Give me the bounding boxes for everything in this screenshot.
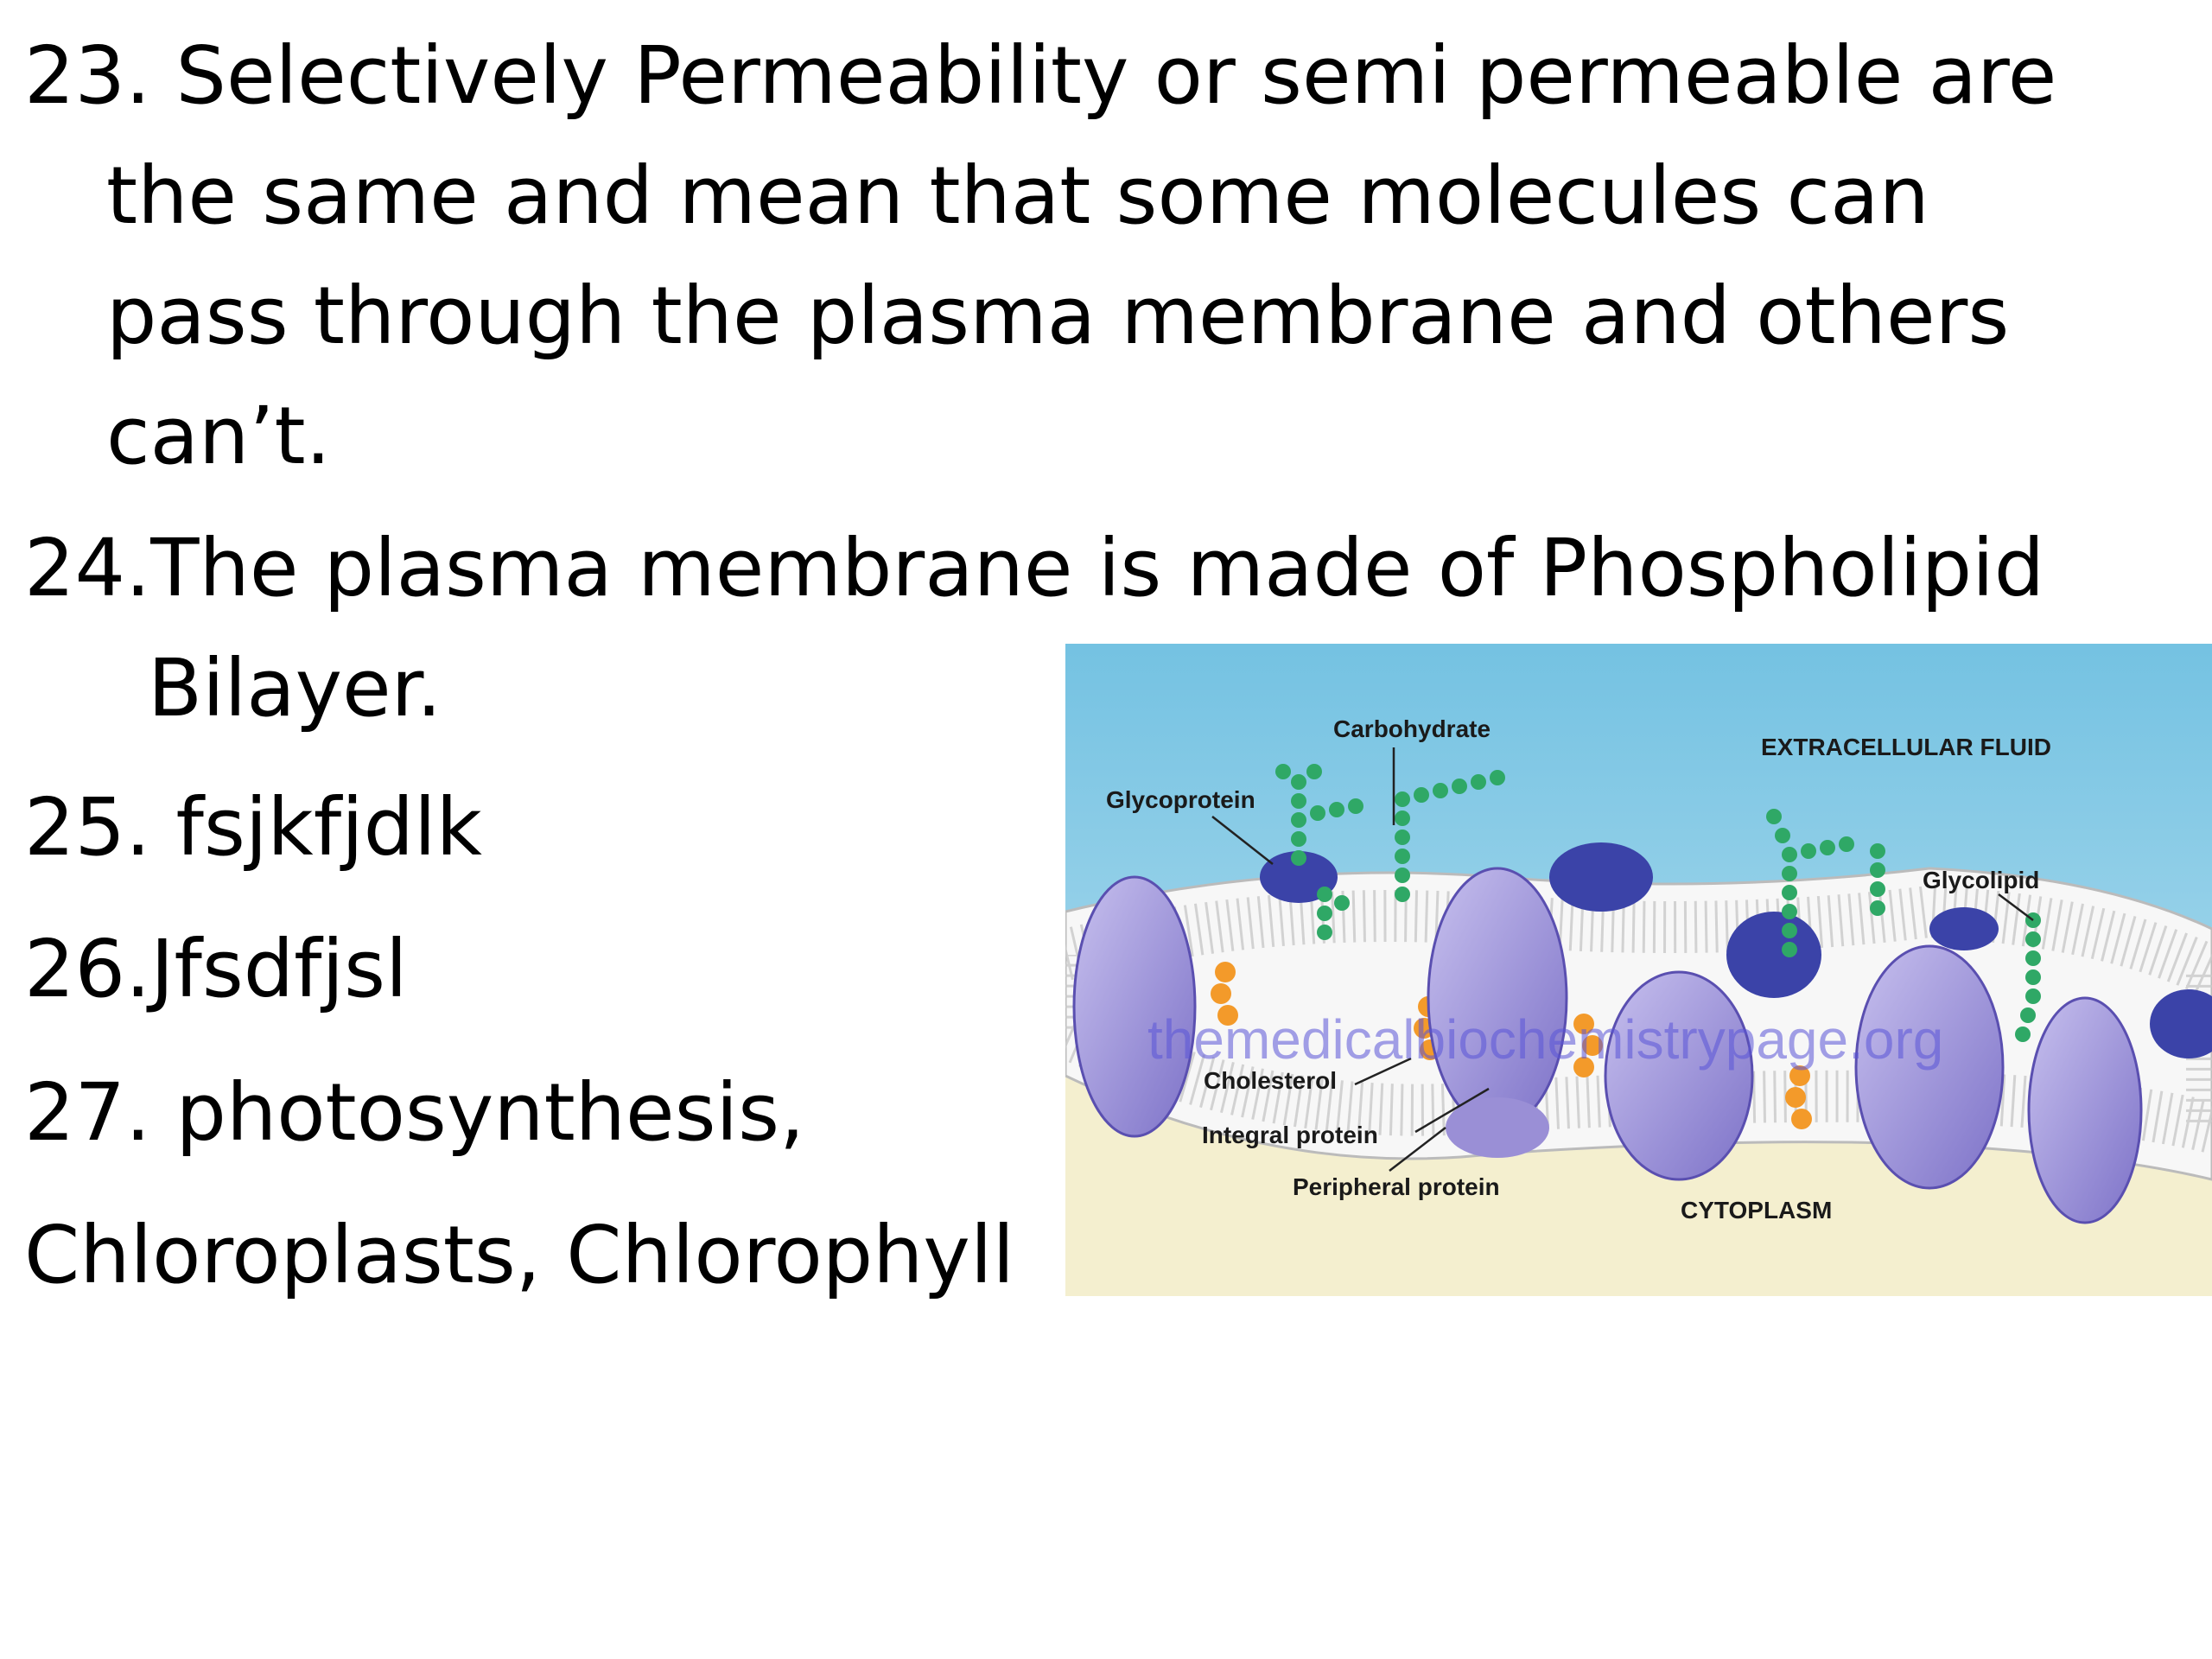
list-item-27-continued: Chloroplasts, Chlorophyll (24, 1195, 1014, 1315)
list-item-25: 25. fsjkfjdlk (24, 767, 482, 887)
list-item-26: 26.Jfsdfjsl (24, 909, 408, 1029)
item-23-line-2: the same and mean that some molecules ca… (106, 149, 1929, 242)
cell-membrane-diagram: Carbohydrate EXTRACELLULAR FLUID Glycopr… (1065, 644, 2212, 1296)
item-27-line-1: 27. photosynthesis, (24, 1066, 805, 1159)
item-23-line-3: pass through the plasma membrane and oth… (106, 270, 2010, 362)
membrane-illustration: Carbohydrate EXTRACELLULAR FLUID Glycopr… (1065, 644, 2212, 1296)
watermark: themedicalbiochemistrypage.org (1147, 1008, 1943, 1071)
item-25-line-1: 25. fsjkfjdlk (24, 781, 482, 874)
peripheral-proteins (1260, 842, 2212, 1158)
label-peripheral-protein: Peripheral protein (1293, 1173, 1500, 1200)
list-item-27: 27. photosynthesis, (24, 1052, 804, 1173)
list-item-24: 24.The plasma membrane is made of Phosph… (24, 508, 2044, 748)
item-24-line-1: 24.The plasma membrane is made of Phosph… (24, 522, 2045, 614)
carbohydrate-chains (1275, 764, 2041, 1042)
item-26-line-1: 26.Jfsdfjsl (24, 923, 408, 1015)
label-leader-lines (1211, 747, 2034, 1172)
label-cytoplasm: CYTOPLASM (1681, 1197, 1832, 1224)
integral-proteins (1072, 867, 2143, 1224)
label-cholesterol: Cholesterol (1204, 1067, 1337, 1094)
item-27-line-2: Chloroplasts, Chlorophyll (24, 1209, 1015, 1301)
list-item-23: 23. Selectively Permeability or semi per… (24, 16, 2056, 496)
label-carbohydrate: Carbohydrate (1333, 715, 1491, 742)
item-23-line-4: can’t. (106, 390, 331, 482)
label-extracellular-fluid: EXTRACELLULAR FLUID (1761, 734, 2051, 760)
item-24-line-2: Bilayer. (148, 642, 442, 734)
label-integral-protein: Integral protein (1202, 1122, 1378, 1148)
item-23-line-1: 23. Selectively Permeability or semi per… (24, 29, 2057, 122)
label-glycoprotein: Glycoprotein (1106, 786, 1255, 813)
label-glycolipid: Glycolipid (1923, 867, 2039, 893)
